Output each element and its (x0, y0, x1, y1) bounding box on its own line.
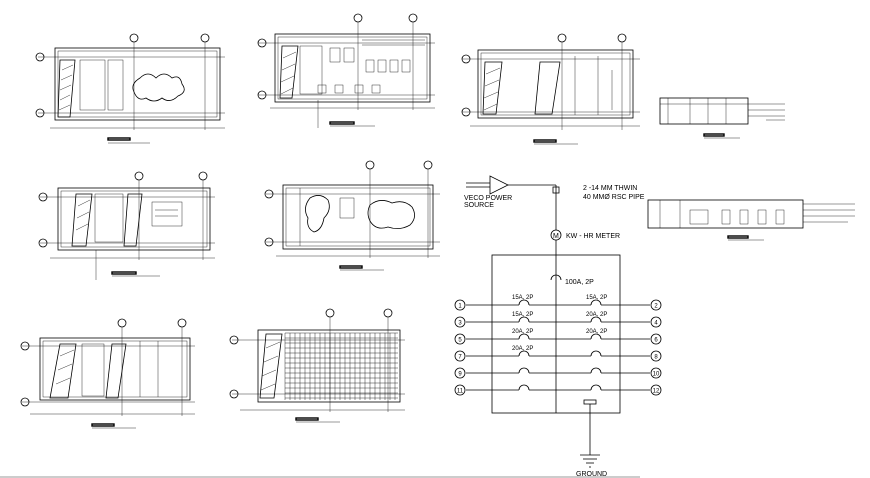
circuit-number-right: 2 (654, 304, 658, 310)
breaker-symbol-right (590, 350, 602, 357)
circuit-number-left: 7 (458, 355, 462, 361)
meter-symbol: M (553, 233, 559, 240)
breaker-symbol-left (518, 350, 530, 357)
elevation-1 (659, 97, 785, 139)
breaker-symbol-left (518, 333, 530, 340)
tile-grid-hatch (284, 332, 398, 400)
circuit-bubble-left (454, 384, 466, 396)
meter-label: KW - HR METER (566, 233, 620, 240)
circuit-bubble-right (650, 299, 662, 311)
circuit-number-left: 3 (458, 321, 462, 327)
circuit-number-right: 8 (654, 355, 658, 361)
breaker-symbol-right (590, 384, 602, 391)
electrical-riser-diagram: VECO POWER SOURCE 2 -14 MM THWIN 40 MMØ … (454, 175, 662, 478)
breaker-symbol-right (590, 299, 602, 306)
circuit-number-right: 10 (653, 372, 660, 378)
circuit-number-right: 6 (654, 338, 658, 344)
circuit-number-left: 9 (458, 372, 462, 378)
pipe-label: 40 MMØ RSC PIPE (583, 194, 645, 201)
circuit-bubble-right (650, 367, 662, 379)
breaker-symbol-left (518, 367, 530, 374)
breaker-rating-left: 15A, 2P (512, 312, 533, 318)
breaker-symbol-right (590, 316, 602, 323)
circuit-number-right: 12 (653, 389, 660, 395)
elevation-2 (647, 199, 855, 241)
circuit-bubble-left (454, 333, 466, 345)
breaker-rating-right: 15A, 2P (586, 295, 607, 301)
breaker-rating-left: 20A, 2P (512, 329, 533, 335)
main-breaker-label: 100A, 2P (565, 279, 594, 286)
breaker-rating-right: 20A, 2P (586, 312, 607, 318)
breaker-symbol-left (518, 384, 530, 391)
breaker-rating-left: 20A, 2P (512, 346, 533, 352)
breaker-symbol-right (590, 333, 602, 340)
floor-plan-7 (229, 308, 405, 423)
breaker-symbol-left (518, 316, 530, 323)
breaker-rating-right: 20A, 2P (586, 329, 607, 335)
floor-plan-4 (38, 171, 215, 280)
circuit-number-right: 4 (654, 321, 658, 327)
floor-plan-3 (461, 33, 640, 145)
power-source-symbol (489, 175, 509, 195)
circuit-bubble-right (650, 350, 662, 362)
circuit-bubble-left (454, 316, 466, 328)
circuit-bubble-right (650, 384, 662, 396)
wire-label: 2 -14 MM THWIN (583, 185, 637, 192)
circuit-number-left: 11 (457, 389, 464, 395)
circuit-bubble-right (650, 333, 662, 345)
breaker-symbol-right (590, 367, 602, 374)
circuit-bubble-left (454, 350, 466, 362)
breaker-rating-left: 15A, 2P (512, 295, 533, 301)
circuit-bubble-left (454, 367, 466, 379)
source-label-1: VECO POWER (464, 195, 512, 202)
circuit-number-left: 1 (458, 304, 462, 310)
main-breaker-symbol (550, 274, 562, 281)
floor-plan-5 (264, 160, 440, 271)
floor-plan-2 (257, 13, 435, 128)
circuit-bubble-left (454, 299, 466, 311)
circuit-number-left: 5 (458, 338, 462, 344)
source-label-2: SOURCE (464, 202, 494, 209)
ground-label: GROUND (576, 471, 607, 478)
breaker-symbol-left (518, 299, 530, 306)
floor-plan-1 (35, 33, 225, 144)
circuit-bubble-right (650, 316, 662, 328)
floor-plan-6 (20, 318, 195, 429)
